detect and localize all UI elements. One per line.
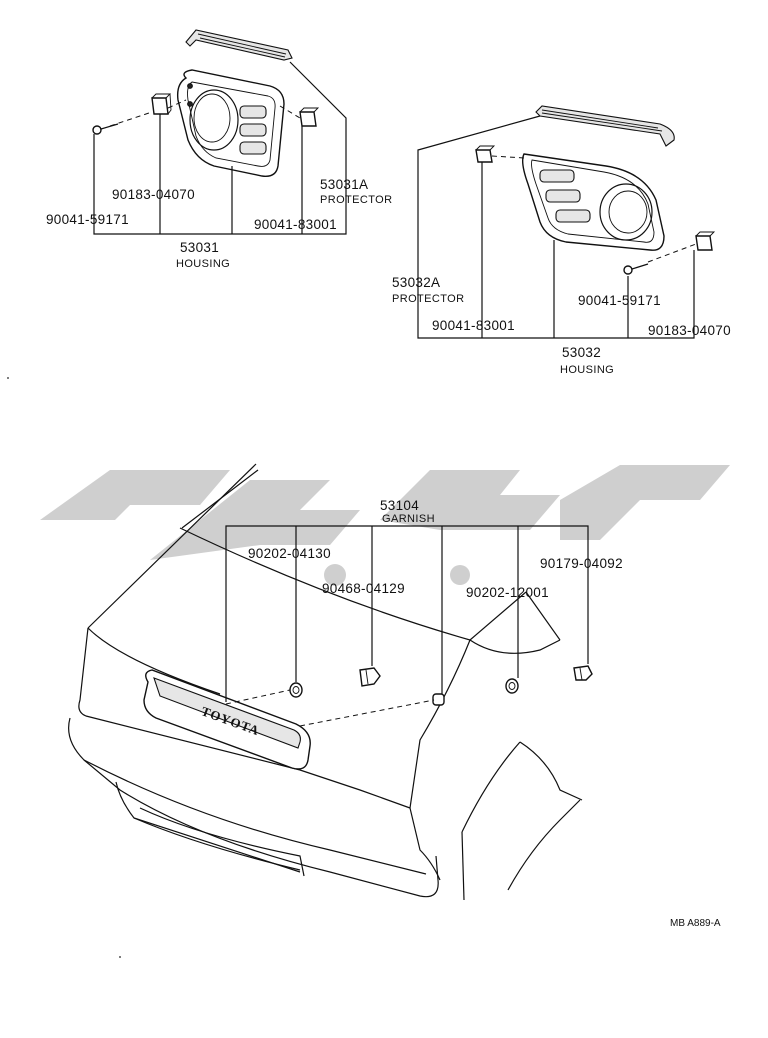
left-housing-number: 53031 <box>180 240 219 255</box>
reference-code: MB A889-A <box>670 918 721 929</box>
right-screw-90041-59171[interactable] <box>623 263 649 275</box>
clip-90468-04129[interactable] <box>359 667 381 687</box>
grommet-center[interactable] <box>432 693 445 706</box>
right-housing-number: 53032 <box>562 345 601 360</box>
grommet-a-number: 90202-04130 <box>248 546 331 561</box>
left-screw-90041-59171[interactable] <box>92 123 119 135</box>
garnish-number: 53104 <box>380 498 419 513</box>
left-housing-group: 53031A PROTECTOR 90183-04070 90041-59171… <box>46 29 392 270</box>
grommet-90202-04130[interactable] <box>289 682 303 698</box>
right-nut-90041-83001[interactable] <box>475 145 496 163</box>
right-protector-strip[interactable] <box>535 105 675 147</box>
right-nut-number: 90041-83001 <box>432 318 515 333</box>
right-clip-90183[interactable] <box>695 231 716 251</box>
right-housing-name: HOUSING <box>560 364 614 376</box>
left-housing-name: HOUSING <box>176 258 230 270</box>
left-clip-number: 90183-04070 <box>112 187 195 202</box>
left-protector-strip[interactable] <box>185 29 293 61</box>
clip-90179-04092[interactable] <box>573 665 593 681</box>
left-housing-body[interactable] <box>176 69 285 177</box>
grommet-b-number: 90202-12001 <box>466 585 549 600</box>
clip-a-number: 90468-04129 <box>322 581 405 596</box>
left-nut-90041-83001[interactable] <box>299 107 320 127</box>
car-rear-body <box>68 463 583 901</box>
right-protector-number: 53032A <box>392 275 440 290</box>
right-housing-group: 53032A PROTECTOR 90041-83001 90041-59171… <box>392 105 731 376</box>
left-clip-90183[interactable] <box>151 93 172 115</box>
garnish-name: GARNISH <box>382 513 435 525</box>
left-protector-number: 53031A <box>320 177 368 192</box>
right-housing-body[interactable] <box>521 153 665 251</box>
clip-b-number: 90179-04092 <box>540 556 623 571</box>
left-screw-number: 90041-59171 <box>46 212 129 227</box>
right-protector-name: PROTECTOR <box>392 293 464 305</box>
grommet-90202-12001[interactable] <box>505 678 519 694</box>
left-protector-name: PROTECTOR <box>320 194 392 206</box>
watermark <box>40 465 730 586</box>
right-clip-number: 90183-04070 <box>648 323 731 338</box>
toyota-garnish[interactable]: TOYOTA <box>143 669 311 770</box>
garnish-group: TOYOTA 53104 GAR <box>143 498 623 770</box>
right-screw-number: 90041-59171 <box>578 293 661 308</box>
left-nut-number: 90041-83001 <box>254 217 337 232</box>
